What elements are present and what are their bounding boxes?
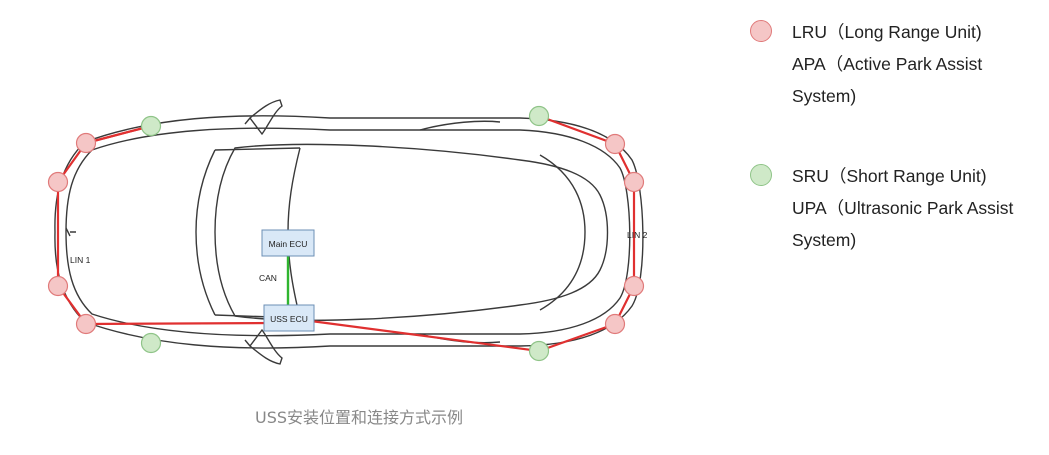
lin2-label: LIN 2 [627,230,648,240]
legend-lru-line3: System) [792,86,857,106]
legend-lru-line2: APA（Active Park Assist [792,54,983,74]
lin1-label: LIN 1 [70,255,91,265]
lru-sensor-front-right-2 [47,275,69,297]
lru-sensor-front-right-1 [75,313,97,335]
sru-marker-icon [750,164,772,186]
lru-sensor-rear-left-1 [604,133,626,155]
legend-item-lru: LRU（Long Range Unit) APA（Active Park Ass… [750,16,1045,112]
lru-sensor-rear-right-1 [604,313,626,335]
legend-item-sru: SRU（Short Range Unit) UPA（Ultrasonic Par… [750,160,1045,256]
sru-sensor-front-right [140,332,162,354]
sru-sensor-front-left [140,115,162,137]
main-ecu-box: Main ECU [261,229,315,257]
lru-sensor-front-left-2 [47,171,69,193]
lru-sensor-rear-left-2 [623,171,645,193]
lin2-wiring [287,114,636,353]
lin1-wiring [56,124,274,326]
legend: LRU（Long Range Unit) APA（Active Park Ass… [750,16,1045,304]
can-label: CAN [259,273,277,283]
sru-sensor-rear-right [528,340,550,362]
diagram-caption: USS安装位置和连接方式示例 [255,408,464,427]
main-ecu-label: Main ECU [269,239,308,249]
sru-sensor-rear-left [528,105,550,127]
uss-ecu-label: USS ECU [270,314,308,324]
sensor-group [47,105,645,362]
legend-sru-line1: SRU（Short Range Unit) [792,166,987,186]
legend-lru-line1: LRU（Long Range Unit) [792,22,982,42]
lru-sensor-rear-right-2 [623,275,645,297]
uss-ecu-box: USS ECU [263,304,315,332]
legend-sru-line3: System) [792,230,857,250]
legend-sru-line2: UPA（Ultrasonic Park Assist [792,198,1014,218]
uss-diagram: Main ECU USS ECU CAN LIN 1 LIN 2 [47,99,648,365]
lru-sensor-front-left-1 [75,132,97,154]
lru-marker-icon [750,20,772,42]
